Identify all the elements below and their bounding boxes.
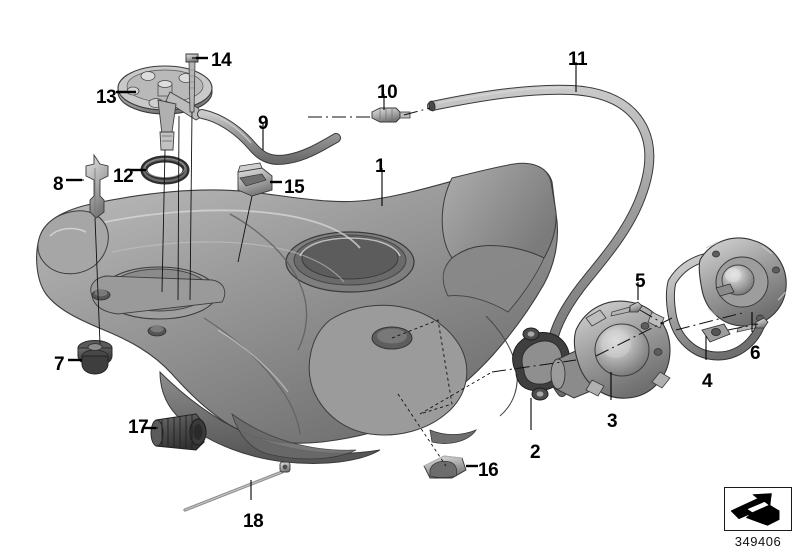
callout-15[interactable]: 15 xyxy=(284,177,305,198)
callout-9[interactable]: 9 xyxy=(258,113,269,134)
callout-3[interactable]: 3 xyxy=(607,411,618,432)
callout-4[interactable]: 4 xyxy=(702,371,713,392)
callout-13[interactable]: 13 xyxy=(96,87,117,108)
hex-bolt-lower xyxy=(736,317,769,333)
direction-arrow-icon xyxy=(730,493,780,526)
callout-18[interactable]: 18 xyxy=(243,511,264,532)
callout-10[interactable]: 10 xyxy=(377,82,398,103)
callout-11[interactable]: 11 xyxy=(568,49,588,70)
callout-17[interactable]: 17 xyxy=(128,417,149,438)
callout-8[interactable]: 8 xyxy=(53,174,64,195)
fuel-hose-short xyxy=(197,109,341,165)
callout-2[interactable]: 2 xyxy=(530,442,541,463)
rubber-sleeve xyxy=(150,413,207,451)
callout-12[interactable]: 12 xyxy=(113,166,134,187)
rubber-mount-grommet xyxy=(77,340,113,375)
callout-7[interactable]: 7 xyxy=(54,354,65,375)
centre-lines xyxy=(308,107,759,373)
hex-bolt-upper xyxy=(610,301,643,317)
callout-6[interactable]: 6 xyxy=(750,343,761,364)
cable-tie xyxy=(183,461,291,512)
tank-bracket-clip xyxy=(237,162,273,197)
position-lines xyxy=(94,111,253,345)
retaining-clip xyxy=(423,455,467,479)
callout-16[interactable]: 16 xyxy=(478,460,499,481)
direction-indicator-box xyxy=(724,487,792,531)
diagram-id-number: 349406 xyxy=(734,534,782,549)
reference-bracket xyxy=(391,319,493,467)
tank-ring xyxy=(666,237,787,361)
callout-14[interactable]: 14 xyxy=(211,50,232,71)
fuel-tank-body xyxy=(36,162,559,464)
expanding-rivet xyxy=(85,153,109,219)
filler-neck xyxy=(550,300,671,399)
callout-5[interactable]: 5 xyxy=(635,271,646,292)
callout-1[interactable]: 1 xyxy=(375,156,386,177)
